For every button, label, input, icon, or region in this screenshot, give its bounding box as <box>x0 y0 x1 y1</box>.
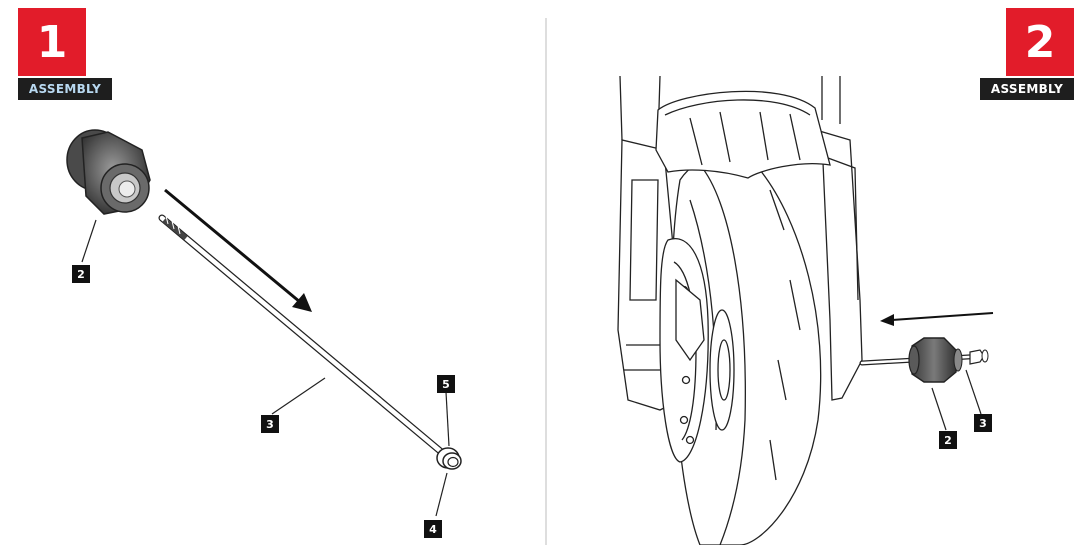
motorcycle-front-wheel <box>617 75 863 545</box>
callout-part-3: 3 <box>261 415 279 433</box>
long-bolt-part <box>158 214 449 459</box>
callout-part-2: 2 <box>939 431 957 449</box>
frame-slider-installed <box>859 337 989 383</box>
callout-part-3: 3 <box>974 414 992 432</box>
direction-arrow-1 <box>164 188 312 312</box>
leader-lines-2 <box>931 369 982 431</box>
step-title-label: ASSEMBLY <box>980 78 1074 100</box>
step-number-badge: 2 <box>1006 8 1074 76</box>
washer-nut-part <box>436 447 462 470</box>
direction-arrow-2 <box>880 312 994 326</box>
callout-part-4: 4 <box>424 520 442 538</box>
callout-part-2: 2 <box>72 265 90 283</box>
leader-lines-1 <box>81 219 450 517</box>
frame-slider-part <box>66 129 151 215</box>
callout-part-5: 5 <box>437 375 455 393</box>
step-number-badge: 1 <box>18 8 86 76</box>
step-title-label: ASSEMBLY <box>18 78 112 100</box>
